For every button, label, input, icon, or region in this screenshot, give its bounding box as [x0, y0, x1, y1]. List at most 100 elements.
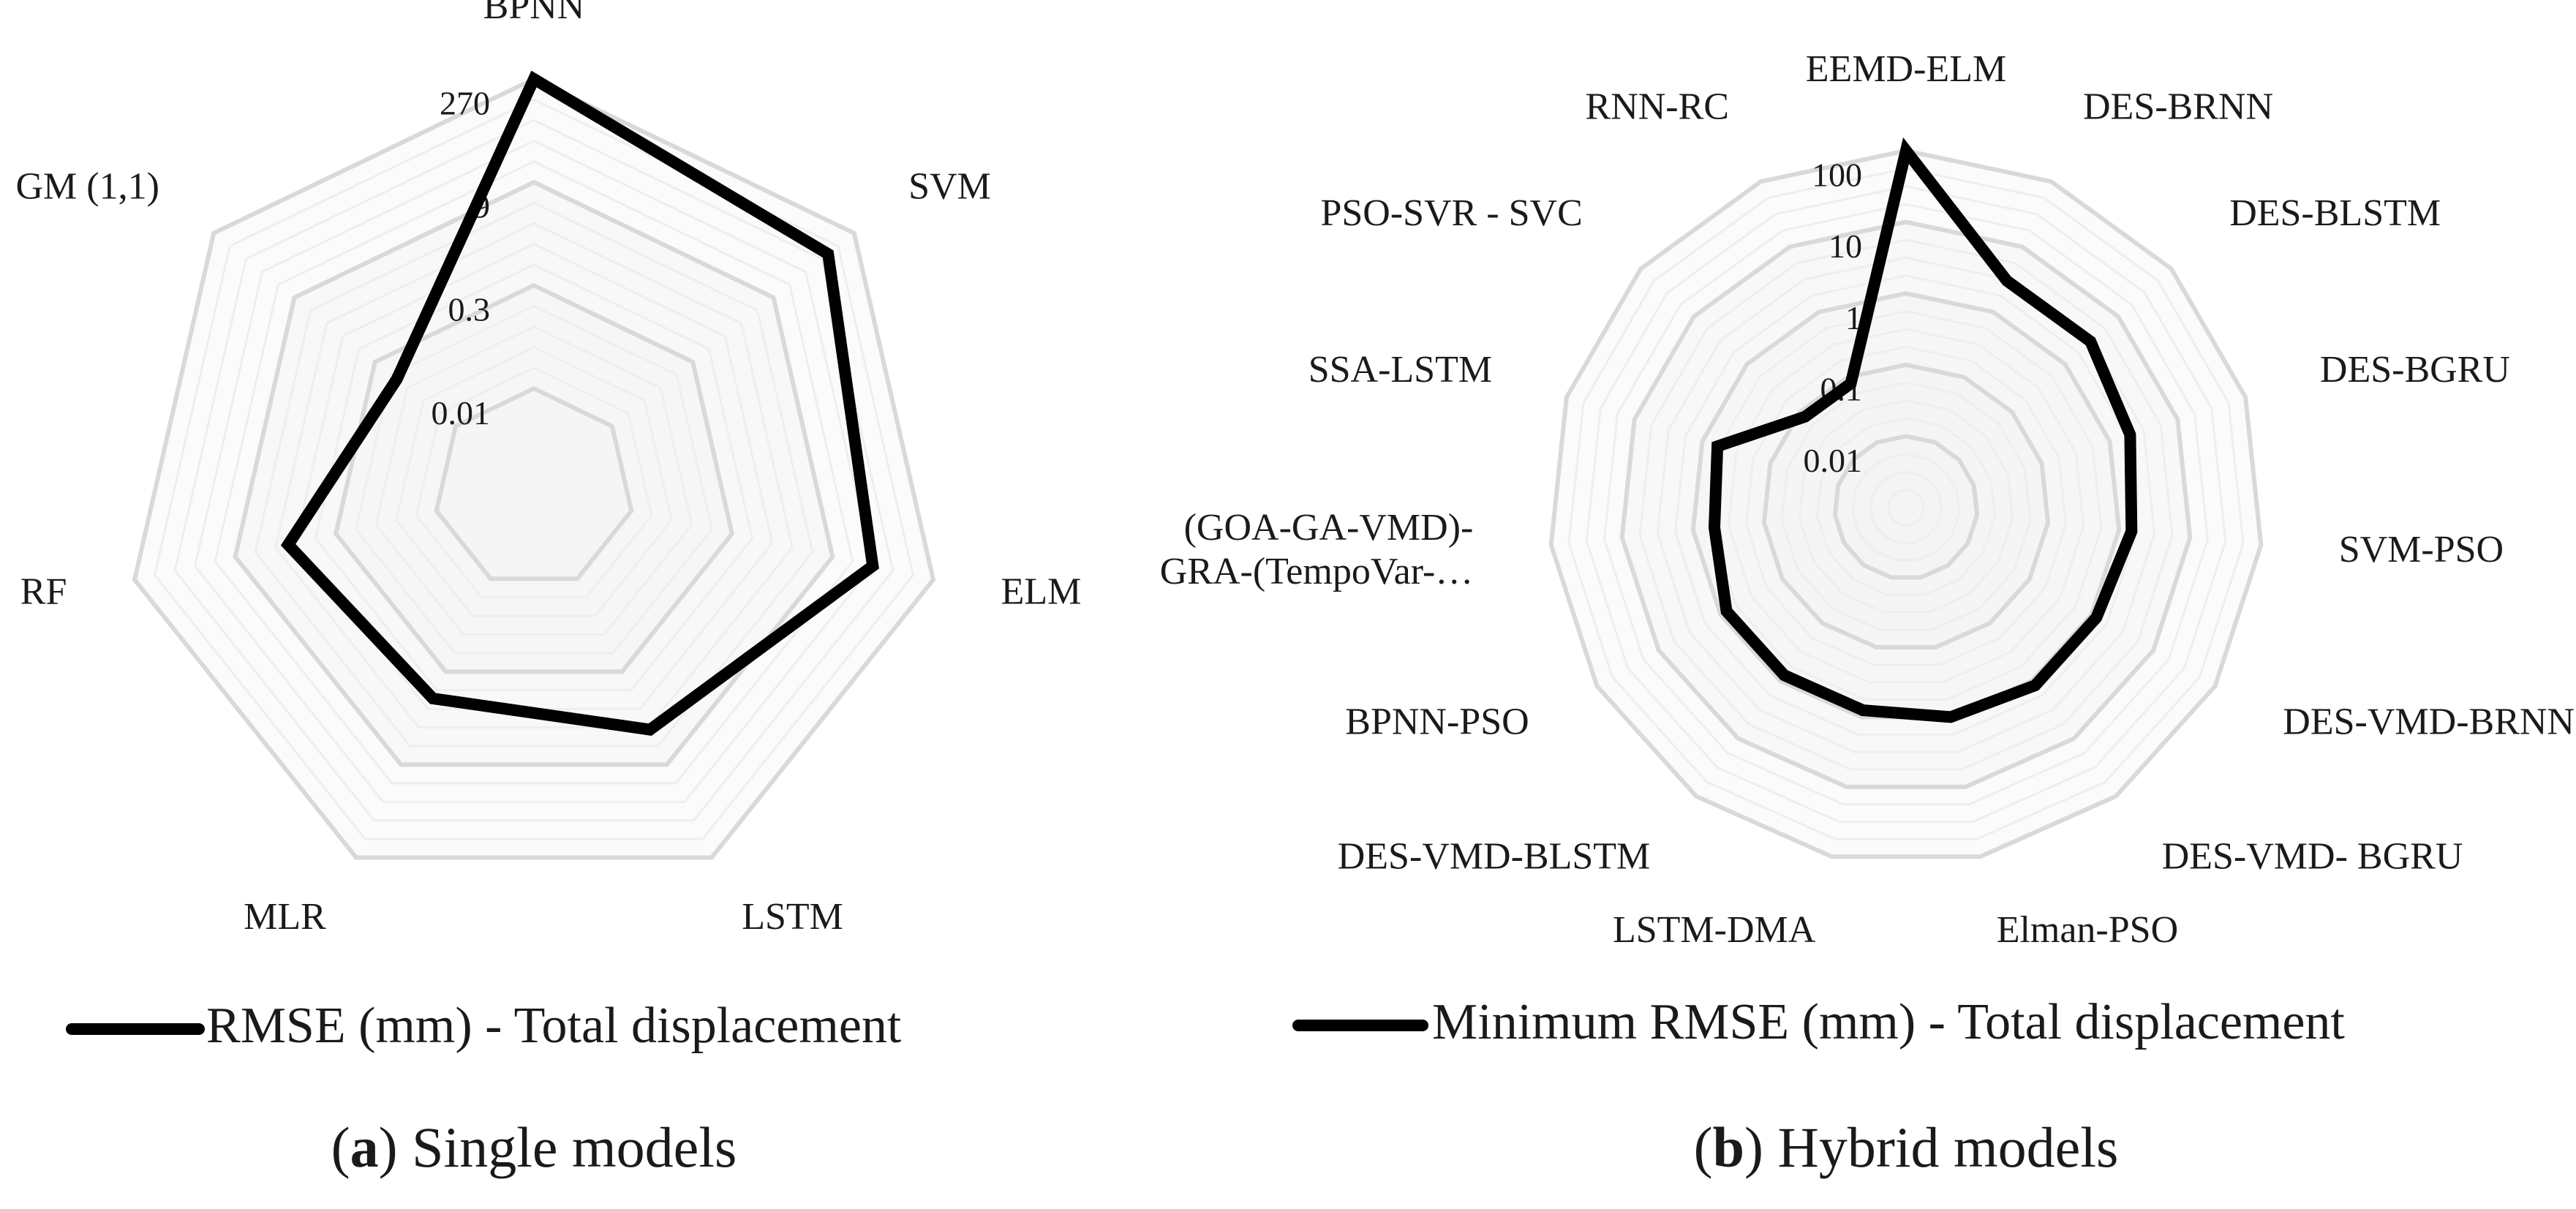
- grid-ring-minor: [1851, 453, 1961, 562]
- data-point: [287, 543, 290, 546]
- grid-ring-major: [132, 76, 936, 860]
- category-label: RF: [20, 571, 67, 613]
- axis-tick-label: 10: [1829, 227, 1862, 265]
- grid-ring-major: [1832, 434, 1980, 580]
- radar-grid: [132, 76, 936, 860]
- legend-label: RMSE (mm) - Total displacement: [206, 998, 902, 1054]
- data-point: [1725, 609, 1728, 613]
- grid-ring-minor: [214, 160, 854, 785]
- data-point: [395, 377, 399, 381]
- grid-ring-major: [1548, 148, 2264, 859]
- panel-caption: (b) Hybrid models: [1694, 1115, 2119, 1179]
- category-label: RNN-RC: [1586, 86, 1729, 127]
- axis-tick-label: 0.3: [448, 291, 491, 328]
- panel-title: Single models: [398, 1115, 737, 1179]
- category-label: SVM: [908, 166, 991, 208]
- grid-band: [1834, 436, 1978, 578]
- grid-band: [436, 388, 632, 579]
- radar-grid: [1548, 148, 2264, 859]
- category-label: DES-VMD- BGRU: [2162, 835, 2463, 877]
- radar-chart-hybrid-models: 0.010.1110100EEMD-ELMDES-BRNNDES-BLSTMDE…: [1160, 48, 2575, 1179]
- grid-ring-minor: [1869, 470, 1943, 544]
- grid-ring-minor: [1780, 381, 2032, 631]
- category-label: BPNN-PSO: [1345, 701, 1529, 742]
- panel-caption: (a) Single models: [331, 1115, 737, 1179]
- grid-ring-minor: [274, 222, 794, 729]
- axis-tick-label: 100: [1812, 157, 1862, 194]
- data-point: [431, 697, 434, 700]
- data-point: [1716, 445, 1720, 448]
- grid-band: [1551, 151, 2261, 857]
- grid-ring-major: [1619, 219, 2193, 789]
- category-label: DES-VMD-BLSTM: [1338, 835, 1651, 877]
- data-point: [871, 564, 875, 568]
- data-point: [2006, 279, 2008, 282]
- category-label: DES-BGRU: [2320, 349, 2510, 391]
- category-label: MLR: [244, 896, 326, 938]
- grid-ring-minor: [1887, 489, 1925, 527]
- axis-tick-label: 0.01: [432, 394, 491, 432]
- grid-ring-major: [333, 282, 735, 674]
- data-point: [2128, 433, 2132, 437]
- data-point: [532, 78, 535, 80]
- data-point: [2095, 616, 2098, 619]
- grid-ring-minor: [193, 139, 875, 803]
- data-point: [2089, 339, 2093, 343]
- category-label: DES-BRNN: [2083, 86, 2273, 127]
- data-point: [1849, 382, 1853, 385]
- grid-band: [1763, 364, 2049, 647]
- grid-ring-minor: [1798, 399, 2014, 614]
- grid-ring-minor: [395, 346, 673, 617]
- category-label: (GOA-GA-VMD)-GRA-(TempoVar-…: [1160, 507, 1474, 592]
- grid-ring-major: [1761, 362, 2051, 649]
- grid-ring-minor: [314, 263, 754, 692]
- grid-ring-minor: [1727, 328, 2085, 684]
- data-point: [1948, 715, 1952, 719]
- axis-tick-label: 270: [440, 85, 490, 122]
- panel-letter: a: [350, 1115, 379, 1179]
- grid-ring-minor: [1673, 274, 2139, 736]
- data-point: [2130, 530, 2134, 533]
- grid-ring-major: [434, 385, 634, 581]
- data-point: [2033, 684, 2037, 688]
- grid-ring-minor: [1603, 203, 2210, 806]
- grid-ring-minor: [1585, 185, 2227, 824]
- data-point: [1861, 709, 1865, 712]
- grid-band: [1692, 293, 2120, 718]
- category-label: SVM-PSO: [2339, 529, 2504, 570]
- data-point: [1713, 526, 1716, 530]
- grid-ring-minor: [1709, 310, 2103, 701]
- axis-tick-label: 1: [1845, 299, 1862, 336]
- panel-title: Hybrid models: [1763, 1115, 2118, 1179]
- grid-ring-minor: [153, 98, 915, 840]
- data-point: [1905, 149, 1907, 152]
- grid-ring-minor: [1567, 167, 2245, 840]
- data-point: [1804, 415, 1807, 418]
- category-label: ELM: [1001, 571, 1082, 613]
- legend-label: Minimum RMSE (mm) - Total displacement: [1432, 994, 2345, 1050]
- grid-ring-minor: [1656, 256, 2156, 753]
- category-label: PSO-SVR - SVC: [1320, 192, 1582, 234]
- category-label: LSTM: [742, 896, 843, 938]
- category-label: LSTM-DMA: [1613, 909, 1816, 951]
- data-point: [826, 252, 830, 256]
- series-line: [1708, 137, 2138, 723]
- grid-ring-minor: [415, 366, 653, 599]
- data-point: [1782, 674, 1786, 677]
- category-label: DES-VMD-BRNN: [2283, 701, 2575, 742]
- panel-letter: b: [1713, 1115, 1744, 1179]
- grid-band: [235, 182, 833, 765]
- axis-tick-label: 0.01: [1804, 442, 1863, 479]
- category-label: Elman-PSO: [1997, 909, 2178, 951]
- grid-ring-major: [233, 179, 835, 767]
- grid-ring-minor: [374, 325, 693, 636]
- category-label: BPNN: [483, 0, 585, 27]
- grid-ring-minor: [1816, 417, 1996, 596]
- data-point: [648, 728, 652, 731]
- series-line: [280, 70, 879, 736]
- grid-ring-minor: [1638, 238, 2174, 771]
- category-label: SSA-LSTM: [1308, 349, 1492, 391]
- category-label: GM (1,1): [15, 166, 159, 208]
